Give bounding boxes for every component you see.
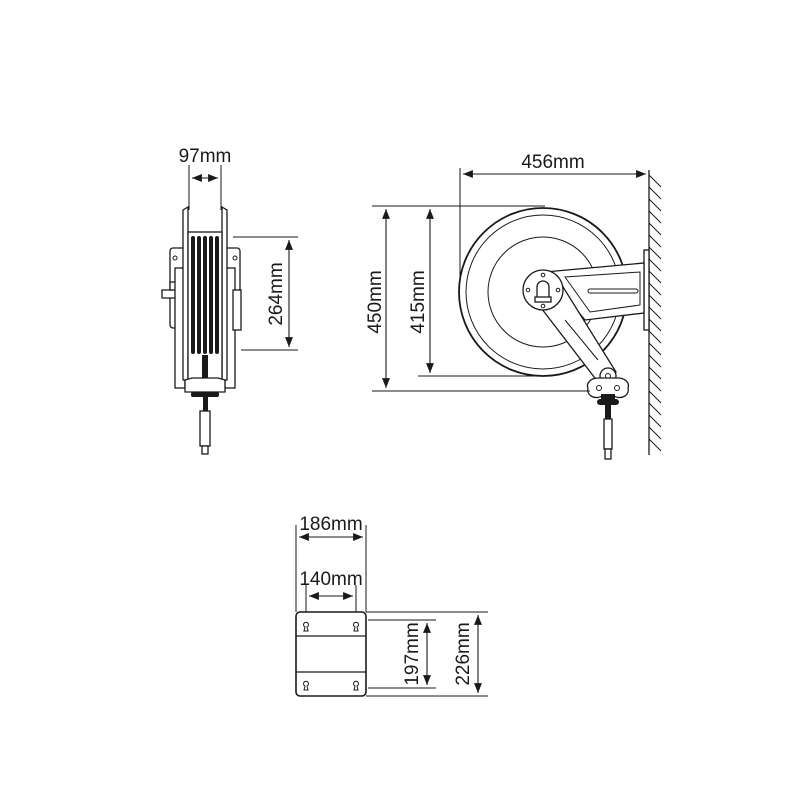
width-97mm-label: 97mm — [179, 146, 232, 167]
bracket-plate — [295, 611, 367, 697]
keyhole-slots — [303, 621, 359, 691]
hose-stopper — [601, 394, 615, 399]
swivel-joint — [536, 280, 550, 298]
hose-stem — [203, 397, 208, 411]
nozzle-fitting — [199, 410, 211, 447]
roller — [596, 385, 602, 391]
hose-coil — [203, 236, 207, 354]
hub-bolt — [525, 287, 531, 293]
depth-456mm-label: 456mm — [521, 152, 584, 173]
side-view: 97mm 264mm — [161, 146, 298, 455]
screw-hole — [232, 255, 238, 261]
nozzle-tip — [201, 445, 209, 455]
left-flange — [182, 205, 189, 381]
bracket-view: 186mm 140mm 197mm 226mm — [295, 514, 488, 697]
hub-bolt — [540, 272, 546, 278]
hub-bolt — [555, 287, 561, 293]
hose-coil — [191, 236, 195, 354]
front-view: 456mm 450m — [365, 152, 662, 460]
width-140mm-label: 140mm — [299, 569, 362, 590]
hub-bolt — [540, 303, 546, 309]
nozzle-fitting — [603, 418, 613, 450]
screw-hole — [172, 255, 178, 261]
stopper — [191, 392, 219, 397]
height-264mm-label: 264mm — [266, 262, 287, 325]
hose-coil — [197, 236, 201, 354]
hose-coil — [215, 236, 219, 354]
nozzle-tip — [604, 448, 612, 460]
hose-guide — [184, 377, 226, 393]
right-flange — [221, 205, 228, 381]
right-bracket — [232, 289, 242, 331]
height-450mm-label: 450mm — [365, 270, 386, 333]
roller — [614, 385, 620, 391]
wall-hatching — [648, 174, 662, 452]
hose-stem — [605, 405, 611, 419]
arm-slot — [587, 288, 639, 294]
hose-center — [202, 355, 208, 380]
arm-recess — [564, 271, 641, 313]
height-197mm-label: 197mm — [402, 622, 423, 685]
width-186mm-label: 186mm — [299, 514, 362, 535]
arm-slot — [564, 319, 599, 361]
hose-coil — [209, 236, 213, 354]
swivel-base — [534, 296, 552, 303]
height-226mm-label: 226mm — [453, 622, 474, 685]
wall-plate — [643, 249, 650, 331]
stopper-ring — [597, 399, 619, 405]
hub — [522, 269, 564, 311]
height-415mm-label: 415mm — [408, 270, 429, 333]
